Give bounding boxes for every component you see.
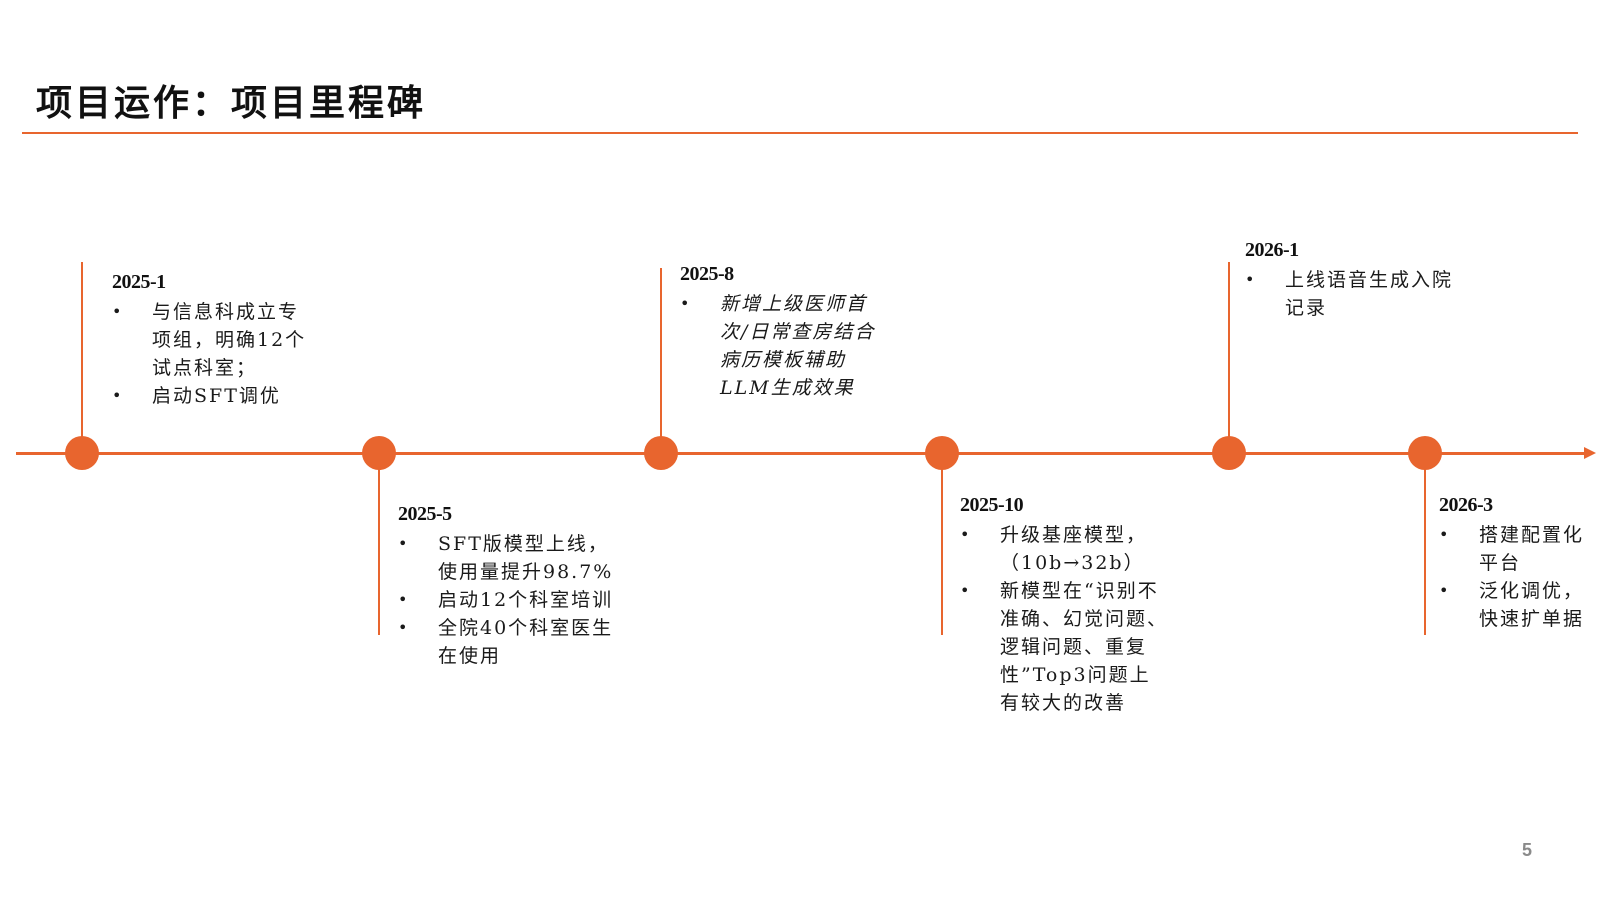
- milestone-date: 2026-1: [1245, 239, 1299, 261]
- milestone-date: 2025-1: [112, 271, 166, 293]
- milestone-item: 搭建配置化平台: [1439, 521, 1595, 577]
- milestone-item: 启动SFT调优: [112, 382, 312, 410]
- milestone-connector-2025-10: [941, 455, 943, 635]
- milestone-item: 新增上级医师首次/日常查房结合病历模板辅助LLM生成效果: [680, 290, 880, 402]
- milestone-2026-1: 2026-1 上线语音生成入院记录: [1245, 238, 1470, 322]
- milestone-2025-8: 2025-8 新增上级医师首次/日常查房结合病历模板辅助LLM生成效果: [680, 262, 880, 402]
- milestone-item: 新模型在“识别不准确、幻觉问题、逻辑问题、重复性”Top3问题上有较大的改善: [960, 577, 1170, 717]
- milestone-item-list: 与信息科成立专项组，明确12个试点科室； 启动SFT调优: [112, 298, 312, 410]
- page-title: 项目运作：项目里程碑: [36, 83, 427, 124]
- milestone-2025-5: 2025-5 SFT版模型上线，使用量提升98.7% 启动12个科室培训 全院4…: [398, 502, 618, 670]
- milestone-date: 2025-5: [398, 503, 452, 525]
- milestone-item: SFT版模型上线，使用量提升98.7%: [398, 530, 618, 586]
- milestone-connector-2025-8: [660, 268, 662, 452]
- milestone-connector-2026-3: [1424, 455, 1426, 635]
- milestone-item: 全院40个科室医生在使用: [398, 614, 618, 670]
- milestone-2025-10: 2025-10 升级基座模型，（10b→32b） 新模型在“识别不准确、幻觉问题…: [960, 493, 1170, 717]
- page-number: 5: [1522, 840, 1533, 860]
- milestone-2026-3: 2026-3 搭建配置化平台 泛化调优，快速扩单据: [1439, 493, 1595, 633]
- milestone-date: 2025-10: [960, 494, 1024, 516]
- milestone-marker-2025-8: [644, 436, 678, 470]
- milestone-item-list: 搭建配置化平台 泛化调优，快速扩单据: [1439, 521, 1595, 633]
- milestone-item: 上线语音生成入院记录: [1245, 266, 1470, 322]
- milestone-item-list: SFT版模型上线，使用量提升98.7% 启动12个科室培训 全院40个科室医生在…: [398, 530, 618, 670]
- milestone-connector-2026-1: [1228, 262, 1230, 452]
- milestone-connector-2025-5: [378, 455, 380, 635]
- milestone-marker-2025-10: [925, 436, 959, 470]
- milestone-2025-1: 2025-1 与信息科成立专项组，明确12个试点科室； 启动SFT调优: [112, 270, 312, 410]
- milestone-item: 与信息科成立专项组，明确12个试点科室；: [112, 298, 312, 382]
- milestone-item-list: 新增上级医师首次/日常查房结合病历模板辅助LLM生成效果: [680, 290, 880, 402]
- milestone-item: 泛化调优，快速扩单据: [1439, 577, 1595, 633]
- milestone-marker-2026-3: [1408, 436, 1442, 470]
- milestone-marker-2025-1: [65, 436, 99, 470]
- milestone-item: 启动12个科室培训: [398, 586, 618, 614]
- milestone-item-list: 上线语音生成入院记录: [1245, 266, 1470, 322]
- title-divider: [22, 132, 1578, 134]
- milestone-connector-2025-1: [81, 262, 83, 452]
- milestone-date: 2026-3: [1439, 494, 1493, 516]
- timeline-arrowhead: [1584, 447, 1596, 459]
- milestone-date: 2025-8: [680, 263, 734, 285]
- timeline-axis: [16, 452, 1588, 455]
- milestone-marker-2025-5: [362, 436, 396, 470]
- milestone-item: 升级基座模型，（10b→32b）: [960, 521, 1170, 577]
- milestone-marker-2026-1: [1212, 436, 1246, 470]
- milestone-item-list: 升级基座模型，（10b→32b） 新模型在“识别不准确、幻觉问题、逻辑问题、重复…: [960, 521, 1170, 717]
